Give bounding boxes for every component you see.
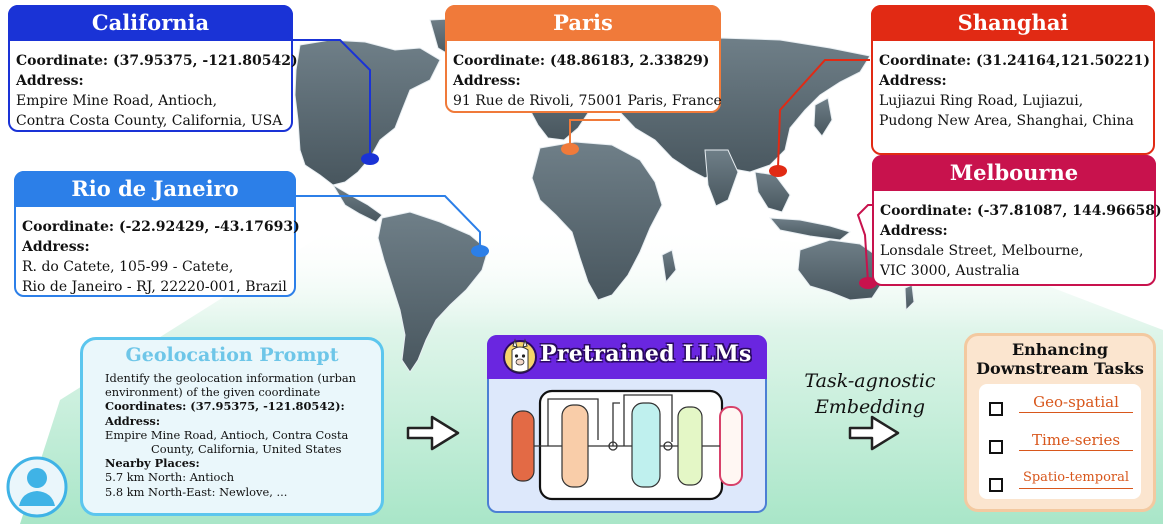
arrow-prompt-to-llm xyxy=(406,415,460,451)
california-address-line: Contra Costa County, California, USA xyxy=(16,113,283,129)
prompt-line: Empire Mine Road, Antioch, Contra Costa xyxy=(105,427,349,442)
prompt-title: Geolocation Prompt xyxy=(125,344,339,366)
prompt-line: 5.8 km North-East: Newlove, ... xyxy=(105,484,288,499)
prompt-line: 5.7 km North: Antioch xyxy=(105,470,235,485)
shanghai-card: Shanghai Coordinate: (31.24164,121.50221… xyxy=(871,5,1155,155)
paris-dot xyxy=(561,143,579,155)
task-spatio-temporal: Spatio-temporal xyxy=(989,470,1139,496)
rio-address-line: R. do Catete, 105-99 - Catete, xyxy=(22,259,234,275)
rio-address-line: Rio de Janeiro - RJ, 22220-001, Brazil xyxy=(22,279,287,295)
user-avatar xyxy=(6,456,68,518)
prompt-line: County, California, United States xyxy=(151,442,342,457)
llm-architecture-diagram xyxy=(511,389,743,501)
california-leader xyxy=(292,39,371,158)
arrow-llm-to-tasks xyxy=(848,415,900,451)
embedding-line: Embedding xyxy=(814,396,926,418)
tasks-title: Enhancing Downstream Tasks xyxy=(967,340,1153,378)
melbourne-address-line: Lonsdale Street, Melbourne, xyxy=(880,243,1084,259)
task-time-series: Time-series xyxy=(989,431,1139,458)
llm-title: Pretrained LLMs xyxy=(540,341,752,367)
california-title: California xyxy=(8,5,293,41)
shanghai-dot xyxy=(769,165,787,177)
paris-leader xyxy=(569,119,620,148)
shanghai-coordinate: Coordinate: (31.24164,121.50221) xyxy=(879,53,1150,69)
melbourne-leader xyxy=(856,204,872,283)
paris-card: Paris Coordinate: (48.86183, 2.33829) Ad… xyxy=(445,5,722,113)
tasks-title-line: Downstream Tasks xyxy=(976,359,1144,378)
embedding-line: Task-agnostic xyxy=(804,370,936,392)
rio-dot xyxy=(471,245,489,257)
task-label: Spatio-temporal xyxy=(1019,468,1133,489)
rio-leader xyxy=(296,195,481,250)
shanghai-title: Shanghai xyxy=(871,5,1155,41)
rio-coordinate: Coordinate: (-22.92429, -43.17693) xyxy=(22,219,300,235)
embedding-label: Task-agnostic Embedding xyxy=(790,368,950,420)
checkbox-icon xyxy=(989,402,1003,416)
melbourne-coordinate: Coordinate: (-37.81087, 144.96658) xyxy=(880,203,1162,219)
shanghai-leader xyxy=(777,59,870,169)
california-card: California Coordinate: (37.95375, -121.8… xyxy=(8,5,298,132)
shanghai-address-label: Address: xyxy=(879,73,947,89)
prompt-line: Identify the geolocation information (ur… xyxy=(105,371,357,385)
task-geo-spatial: Geo-spatial xyxy=(989,393,1139,420)
california-dot xyxy=(361,153,379,165)
rio-card: Rio de Janeiro Coordinate: (-22.92429, -… xyxy=(14,171,300,297)
rio-address-label: Address: xyxy=(22,239,90,255)
tasks-title-line: Enhancing xyxy=(1011,340,1109,359)
paris-title: Paris xyxy=(445,5,721,41)
melbourne-title: Melbourne xyxy=(872,155,1156,191)
downstream-tasks-box: Enhancing Downstream Tasks Geo-spatial T… xyxy=(964,333,1156,512)
prompt-line: Coordinates: (37.95375, -121.80542): xyxy=(105,399,345,414)
checkbox-icon xyxy=(989,478,1003,492)
geolocation-prompt-box: Geolocation Prompt Identify the geolocat… xyxy=(80,337,384,516)
prompt-line: Address: xyxy=(105,413,161,428)
tasks-list: Geo-spatial Time-series Spatio-temporal xyxy=(979,384,1141,499)
california-coordinate: Coordinate: (37.95375, -121.80542) xyxy=(16,53,298,69)
paris-address-line: 91 Rue de Rivoli, 75001 Paris, France xyxy=(453,93,722,109)
task-label: Time-series xyxy=(1019,430,1133,451)
paris-address-label: Address: xyxy=(453,73,521,89)
california-address-label: Address: xyxy=(16,73,84,89)
llama-icon xyxy=(503,338,537,374)
melbourne-address-line: VIC 3000, Australia xyxy=(880,263,1020,279)
shanghai-address-line: Lujiazui Ring Road, Lujiazui, xyxy=(879,93,1084,109)
rio-title: Rio de Janeiro xyxy=(14,171,296,207)
paris-coordinate: Coordinate: (48.86183, 2.33829) xyxy=(453,53,710,69)
prompt-line: Nearby Places: xyxy=(105,456,200,471)
prompt-line: environment) of the given coordinate xyxy=(105,385,321,400)
melbourne-address-label: Address: xyxy=(880,223,948,239)
shanghai-address-line: Pudong New Area, Shanghai, China xyxy=(879,113,1134,129)
task-label: Geo-spatial xyxy=(1019,392,1133,413)
california-address-line: Empire Mine Road, Antioch, xyxy=(16,93,218,109)
melbourne-card: Melbourne Coordinate: (-37.81087, 144.96… xyxy=(872,155,1162,286)
checkbox-icon xyxy=(989,440,1003,454)
